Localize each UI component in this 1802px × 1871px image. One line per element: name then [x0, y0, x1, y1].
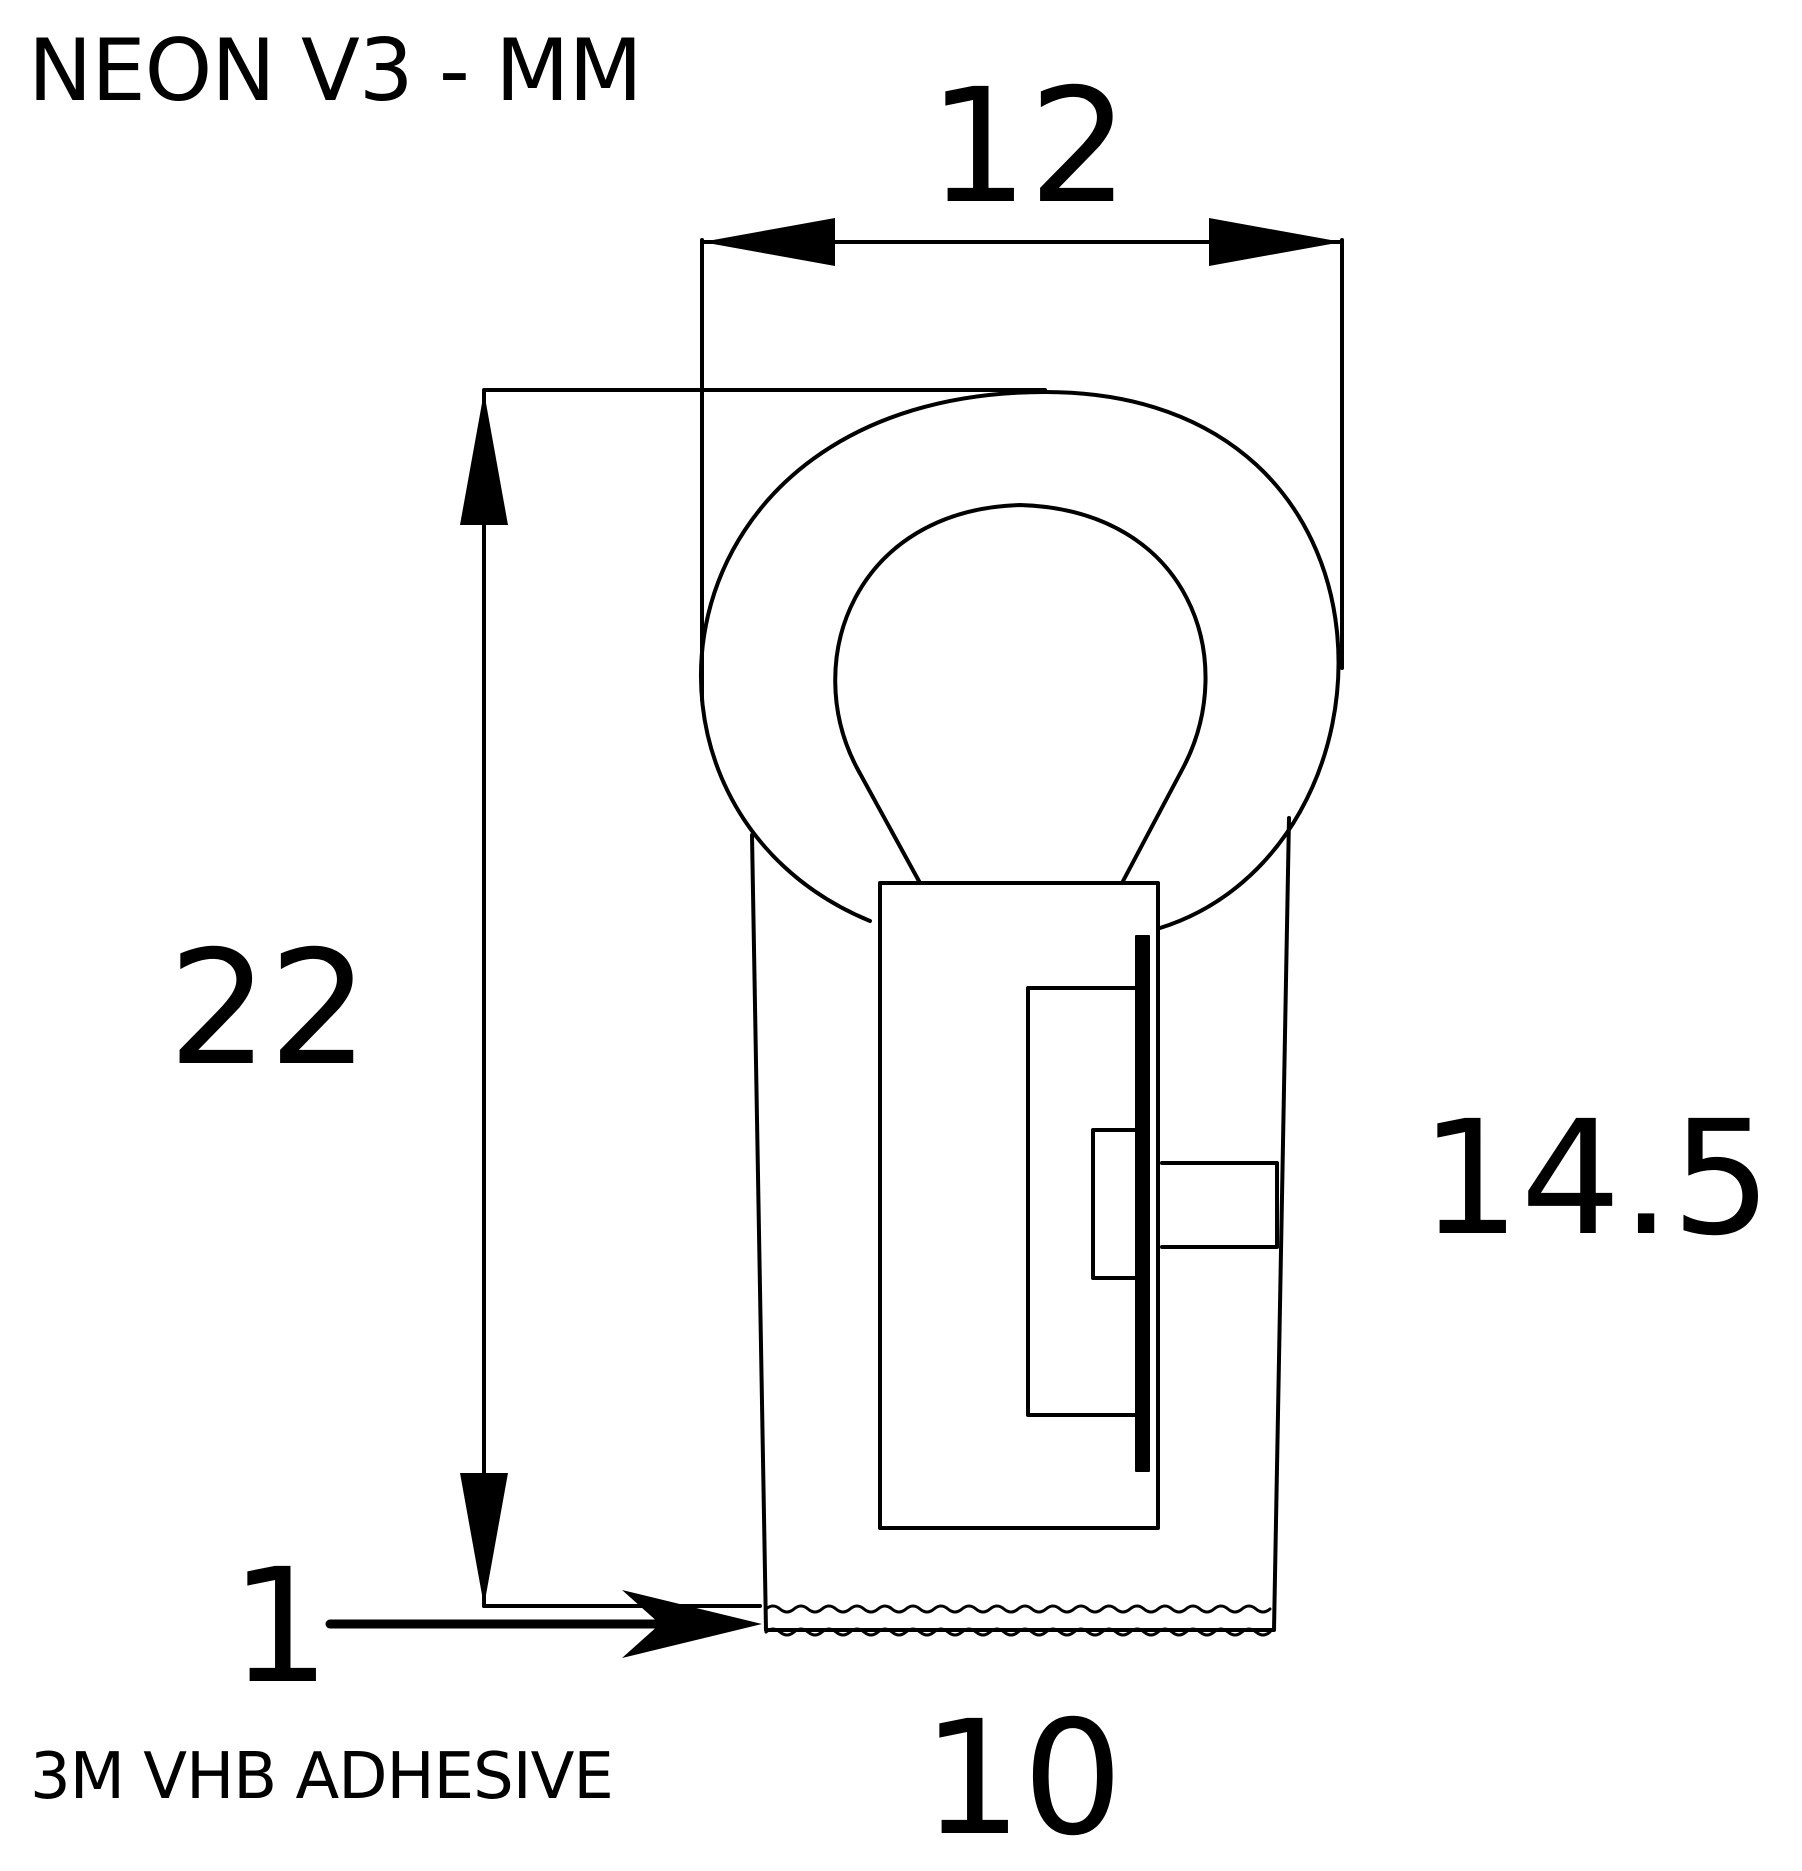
adhesive-bottom-edge — [764, 1627, 1272, 1637]
adhesive-top-edge — [764, 1604, 1272, 1614]
diffuser-chamber — [833, 503, 1208, 885]
dimension-label-height-22: 22 — [168, 917, 370, 1101]
drawing-title: NEON V3 - MM — [28, 21, 643, 121]
dimension-label-side-14-5: 14.5 — [1420, 1087, 1772, 1271]
dimension-label-width-10: 10 — [922, 1687, 1124, 1871]
arrowhead-height-top — [460, 392, 508, 525]
arrowhead-height-bottom — [460, 1473, 508, 1606]
led-carrier — [1026, 986, 1148, 1417]
dimension-label-adhesive-1: 1 — [230, 1535, 331, 1719]
side-reference-line — [1160, 1161, 1279, 1249]
arrowhead-width-right — [1209, 218, 1342, 266]
height-dimension-22 — [482, 388, 1047, 1608]
dimension-label-width-12: 12 — [928, 55, 1130, 239]
arrowhead-adhesive — [622, 1590, 762, 1658]
arrowhead-width-left — [702, 218, 835, 266]
inner-housing — [878, 881, 1160, 1530]
profile-body — [750, 816, 1291, 1632]
profile-dome — [698, 390, 1341, 930]
adhesive-note: 3M VHB ADHESIVE — [30, 1740, 614, 1814]
led-chip — [1091, 1128, 1139, 1280]
